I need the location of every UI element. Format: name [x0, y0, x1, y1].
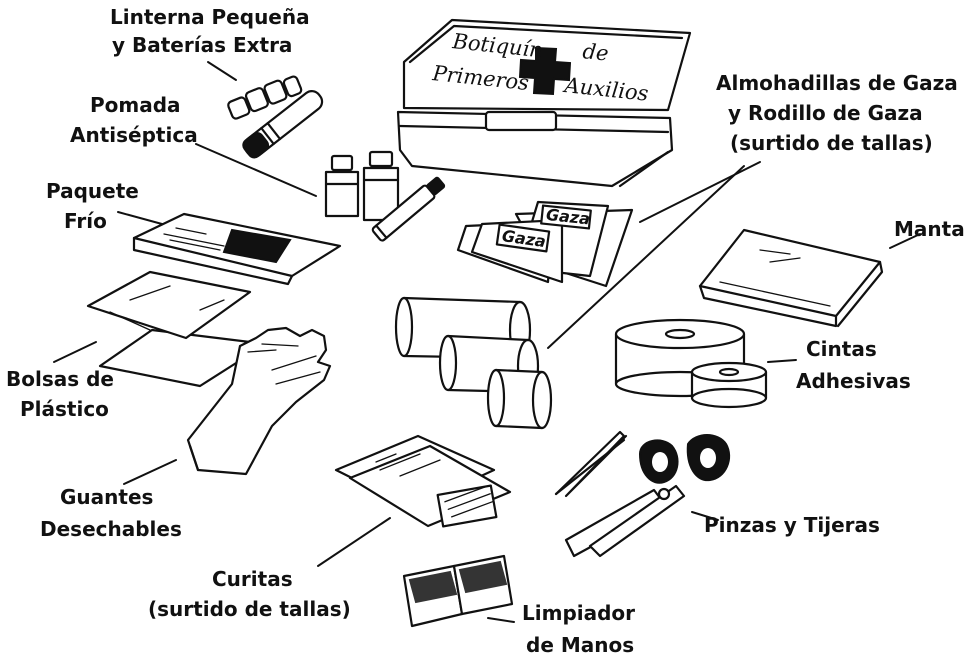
label-gauze-line1: Almohadillas de Gaza — [716, 71, 958, 95]
box-text-de: de — [581, 39, 609, 66]
label-hand-cleaner-line2: de Manos — [526, 633, 634, 657]
flashlight-and-batteries — [226, 73, 325, 159]
label-bandaids-line1: Curitas — [212, 567, 293, 591]
label-gauze-line3: (surtido de tallas) — [730, 131, 933, 155]
label-ointment-line2: Antiséptica — [70, 123, 198, 147]
blanket — [700, 230, 882, 326]
label-tweezers-scissors: Pinzas y Tijeras — [704, 513, 880, 537]
label-cold-pack-line2: Frío — [64, 209, 107, 233]
label-tapes-line2: Adhesivas — [796, 369, 911, 393]
label-flashlight-line1: Linterna Pequeña — [110, 5, 310, 29]
scissors — [566, 435, 729, 556]
label-gloves-line1: Guantes — [60, 485, 153, 509]
label-gloves-line2: Desechables — [40, 517, 182, 541]
gauze-packets: Gaza Gaza — [458, 202, 632, 286]
label-cold-pack-line1: Paquete — [46, 179, 139, 203]
label-plastic-bags-line2: Plástico — [20, 397, 109, 421]
label-flashlight-line2: y Baterías Extra — [112, 33, 292, 57]
hand-cleaner-wipes — [404, 556, 512, 626]
label-bandaids-line2: (surtido de tallas) — [148, 597, 351, 621]
label-blanket: Manta — [894, 217, 965, 241]
tweezers — [556, 432, 626, 496]
label-ointment-line1: Pomada — [90, 93, 181, 117]
label-plastic-bags-line1: Bolsas de — [6, 367, 114, 391]
bandaids — [336, 436, 510, 526]
cold-pack — [134, 214, 340, 284]
label-tapes-line1: Cintas — [806, 337, 877, 361]
adhesive-tapes — [616, 320, 766, 407]
first-aid-box: Botiquín de Primeros Auxilios — [398, 20, 690, 186]
label-hand-cleaner-line1: Limpiador — [522, 601, 635, 625]
label-gauze-line2: y Rodillo de Gaza — [728, 101, 923, 125]
gauze-rolls — [396, 298, 551, 428]
